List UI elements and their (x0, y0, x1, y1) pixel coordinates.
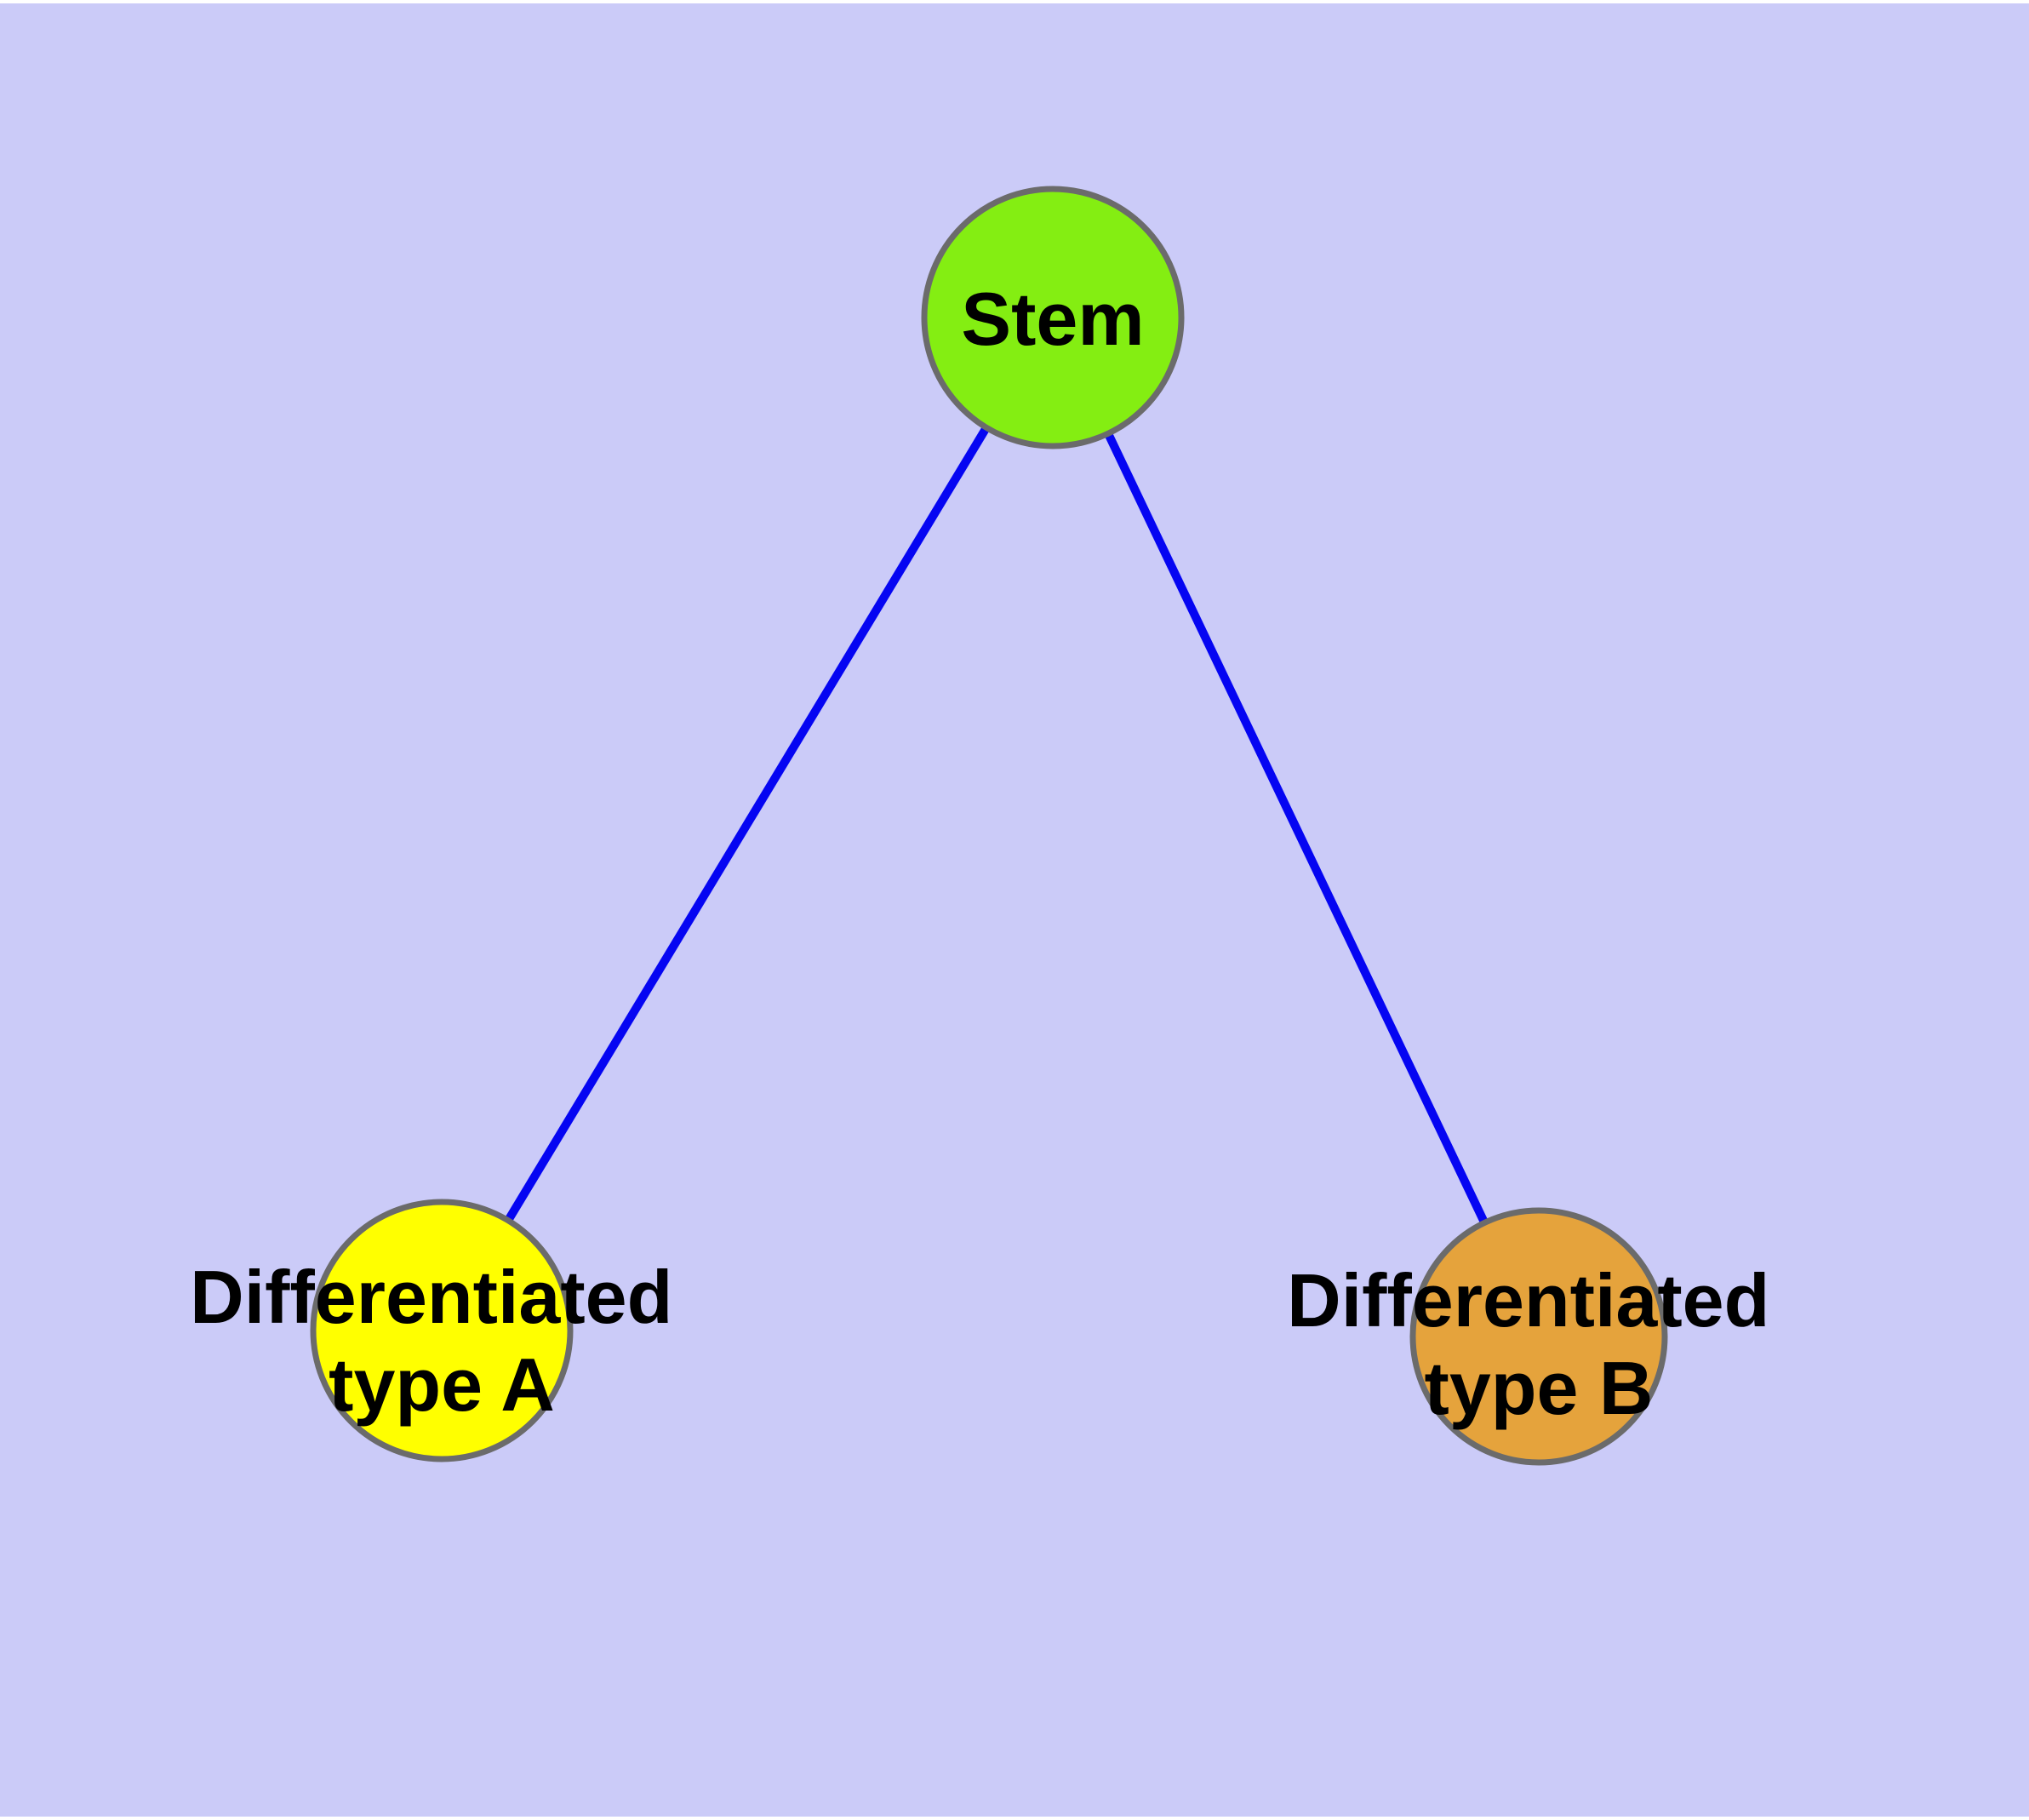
node-type-b-label-line-1: Differentiated (1287, 1258, 1769, 1342)
edge-stem-to-type-a (437, 315, 1057, 1333)
edge-stem-to-type-b (1049, 315, 1543, 1339)
node-type-b-label-line-2: type B (1425, 1346, 1654, 1430)
node-type-b-label: Differentiated type B (1287, 1258, 1791, 1430)
node-type-a-label: Differentiated type A (190, 1255, 694, 1427)
node-differentiated-type-a (310, 1199, 574, 1462)
node-stem (921, 186, 1185, 449)
node-type-a-label-line-2: type A (329, 1342, 555, 1427)
node-type-a-label-line-1: Differentiated (190, 1255, 672, 1339)
node-differentiated-type-b (1409, 1207, 1668, 1466)
node-stem-label: Stem (961, 277, 1144, 361)
node-stem-label-line: Stem (961, 277, 1144, 361)
